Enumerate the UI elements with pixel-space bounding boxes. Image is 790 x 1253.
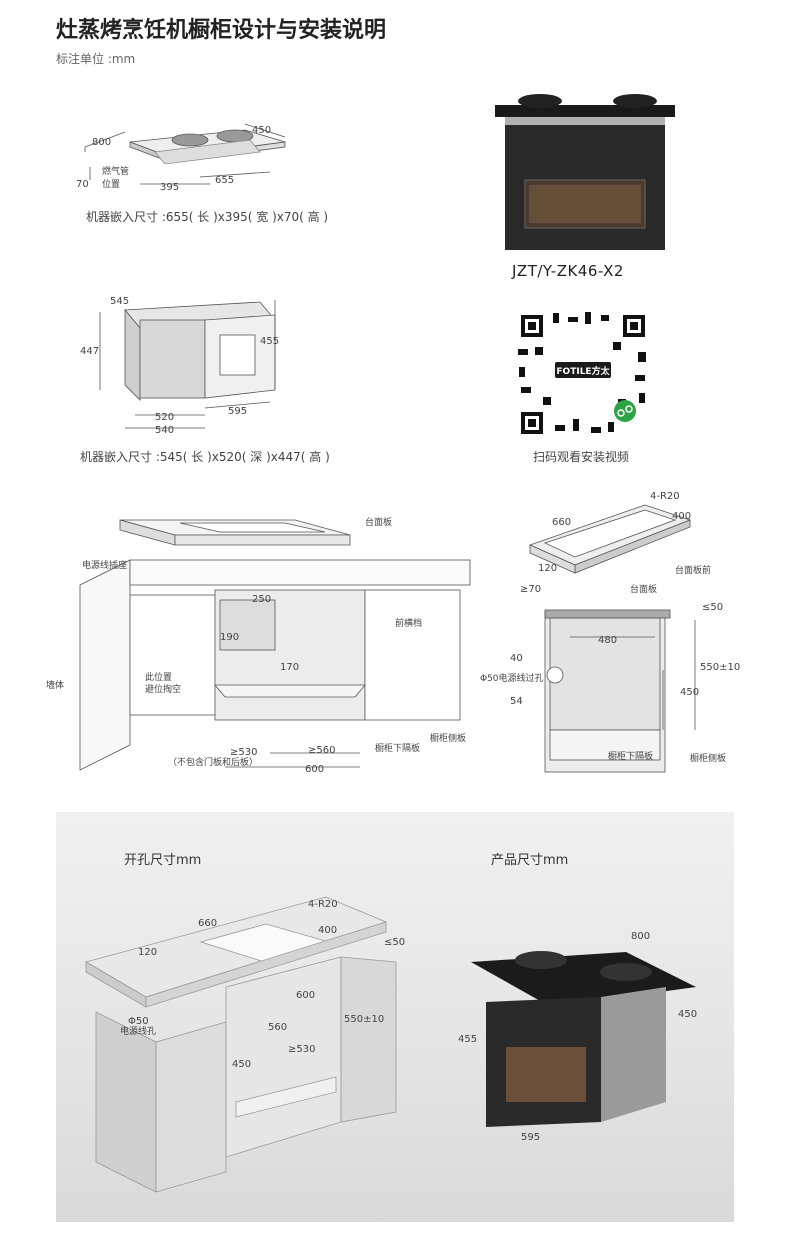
side-panel-label: 橱柜侧板 [430, 732, 466, 744]
render-panel: 开孔尺寸mm 产品尺寸mm 660 4-R20 400 120 ≤50 600 … [56, 812, 734, 1222]
oven-drawing: 545 447 455 520 540 595 [80, 296, 279, 436]
cabinet-dim-600: 600 [305, 764, 324, 775]
oven-dim-455: 455 [260, 336, 279, 347]
product-photo [495, 94, 675, 250]
front-bar-label: 前横档 [395, 617, 422, 629]
section-hole-label: Φ50电源线过孔 [480, 672, 544, 684]
avoid-label-1: 此位置 [145, 671, 172, 683]
countertop-plan: 660 4-R20 400 120 台面板前 [528, 491, 711, 576]
cabinet-dim-530: ≥530 [230, 747, 257, 758]
page-title: 灶蒸烤烹饪机橱柜设计与安装说明 [56, 18, 387, 43]
section-dim-450: 450 [680, 687, 699, 698]
cooktop-dim-800: 800 [92, 137, 111, 148]
cooktop-dim-450: 450 [252, 125, 271, 136]
countertop-label: 台面板 [365, 516, 392, 528]
gas-pipe-label-1: 燃气管 [102, 165, 129, 177]
product-dim-595: 595 [521, 1132, 540, 1143]
product-model: JZT/Y-ZK46-X2 [512, 262, 624, 280]
cabinet-dim-250: 250 [252, 594, 271, 605]
oven-dim-545: 545 [110, 296, 129, 307]
cooktop-dim-655: 655 [215, 175, 234, 186]
section-lower-shelf-label: 橱柜下隔板 [608, 750, 653, 762]
section-dim-70: ≥70 [520, 584, 541, 595]
plan-dim-120: 120 [538, 563, 557, 574]
product-dim-455: 455 [458, 1034, 477, 1045]
gas-pipe-label-2: 位置 [102, 178, 120, 190]
avoid-label-2: 避位掏空 [145, 683, 181, 695]
render-dim-660: 660 [198, 918, 217, 929]
oven-dim-540: 540 [155, 425, 174, 436]
plan-dim-r20: 4-R20 [650, 491, 680, 502]
oven-caption: 机器嵌入尺寸 :545( 长 )x520( 深 )x447( 高 ) [80, 450, 330, 464]
unit-note: 标注单位 :mm [56, 52, 136, 66]
cooktop-drawing: 800 450 70 燃气管 位置 395 655 [76, 123, 286, 193]
render-dim-120: 120 [138, 947, 157, 958]
qr-code[interactable]: FOTILE方太 [513, 307, 653, 442]
render-dim-r20: 4-R20 [308, 899, 338, 910]
wall-label: 墙体 [46, 679, 64, 691]
product-size-title: 产品尺寸mm [491, 853, 568, 868]
product-dim-800: 800 [631, 931, 650, 942]
section-dim-50: ≤50 [702, 602, 723, 613]
cabinet-drawing: 台面板 电源线插座 墙体 此位置 避位掏空 前横档 橱柜下隔板 橱柜侧板 250… [46, 516, 471, 775]
qr-brand-logo: FOTILE方太 [556, 365, 610, 377]
render-illustration: 开孔尺寸mm 产品尺寸mm 660 4-R20 400 120 ≤50 600 … [84, 853, 697, 1193]
cabinet-dim-190: 190 [220, 632, 239, 643]
plan-front-label: 台面板前 [675, 564, 711, 576]
render-dim-550: 550±10 [344, 1014, 384, 1025]
oven-dim-447: 447 [80, 346, 99, 357]
section-countertop-label: 台面板 [630, 583, 657, 595]
render-dim-400: 400 [318, 925, 337, 936]
cooktop-dim-395: 395 [160, 182, 179, 193]
cut-size-title: 开孔尺寸mm [124, 853, 201, 868]
render-dim-600: 600 [296, 990, 315, 1001]
plan-dim-400: 400 [672, 511, 691, 522]
render-hole-label-2: 电源线孔 [120, 1025, 156, 1037]
cooktop-dim-70: 70 [76, 179, 89, 190]
lower-shelf-label: 橱柜下隔板 [375, 742, 420, 754]
section-dim-54: 54 [510, 696, 523, 707]
render-hole-label-1: Φ50 [128, 1016, 149, 1027]
render-dim-530: ≥530 [288, 1044, 315, 1055]
oven-dim-595: 595 [228, 406, 247, 417]
render-dim-50: ≤50 [384, 937, 405, 948]
socket-label: 电源线插座 [82, 559, 127, 571]
section-side-panel-label: 橱柜侧板 [690, 752, 726, 764]
section-dim-550: 550±10 [700, 662, 740, 673]
product-dim-450: 450 [678, 1009, 697, 1020]
section-view: ≥70 台面板 ≤50 480 40 550±10 Φ50电源线过孔 450 5… [480, 583, 740, 773]
cabinet-dim-170: 170 [280, 662, 299, 673]
cabinet-dim-560: ≥560 [308, 745, 335, 756]
render-dim-560: 560 [268, 1022, 287, 1033]
oven-dim-520: 520 [155, 412, 174, 423]
plan-dim-660: 660 [552, 517, 571, 528]
cooktop-caption: 机器嵌入尺寸 :655( 长 )x395( 宽 )x70( 高 ) [86, 210, 329, 224]
render-dim-450: 450 [232, 1059, 251, 1070]
cabinet-note: （不包含门板和后板） [168, 756, 258, 768]
section-dim-480: 480 [598, 635, 617, 646]
qr-caption: 扫码观看安装视频 [533, 450, 630, 464]
section-dim-40: 40 [510, 653, 523, 664]
